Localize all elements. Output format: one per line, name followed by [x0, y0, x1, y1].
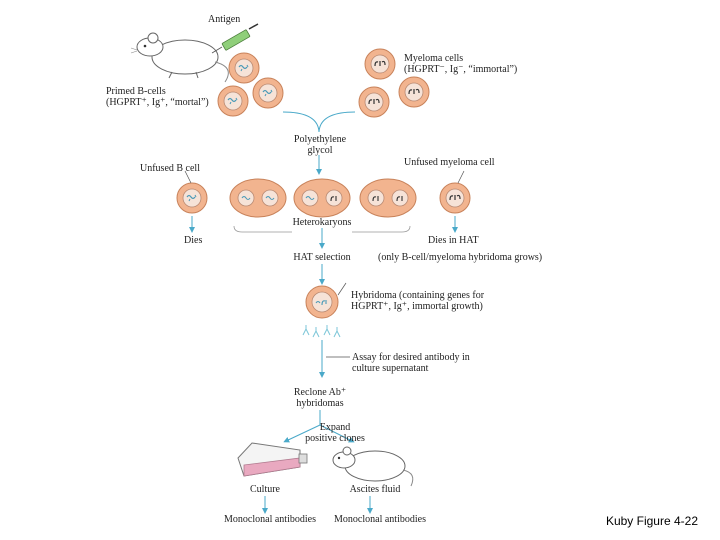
hat-selection-label: HAT selection — [293, 252, 351, 263]
heterokaryons-label: Heterokaryons — [292, 217, 352, 228]
ascites-label: Ascites fluid — [349, 484, 401, 495]
primed-b-cells-sublabel: (HGPRT⁺, Ig⁺, “mortal”) — [106, 97, 209, 108]
assay-sublabel: culture supernatant — [352, 363, 429, 374]
only-hybridoma-label: (only B-cell/myeloma hybridoma grows) — [378, 252, 543, 263]
peg-sublabel: glycol — [307, 145, 333, 156]
merge-arrow-right — [318, 111, 356, 133]
reclone-sublabel: hybridomas — [296, 398, 344, 409]
expand-label: Expand — [319, 422, 351, 433]
heterokaryon-bracket — [233, 225, 411, 233]
heterokaryon-mm — [359, 178, 417, 218]
antibody-icon — [302, 325, 341, 338]
hybridoma-label: Hybridoma (containing genes for — [351, 290, 485, 301]
expand-arrow-left — [283, 424, 321, 443]
unfused-pointers — [184, 170, 465, 184]
heterokaryon-bm — [293, 178, 351, 218]
merge-arrow-left — [282, 111, 320, 133]
hybridoma-cell — [305, 285, 339, 319]
unfused-b-cell — [176, 182, 208, 214]
culture-flask-icon — [237, 442, 308, 477]
heterokaryon-bb — [229, 178, 287, 218]
peg-label: Polyethylene — [293, 134, 347, 145]
hybridoma-pointer — [337, 282, 347, 296]
figure-caption: Kuby Figure 4-22 — [605, 514, 698, 528]
unfused-b-cell-label: Unfused B cell — [140, 163, 200, 174]
unfused-myeloma-cell — [439, 182, 471, 214]
reclone-label: Reclone Ab⁺ — [293, 387, 347, 398]
monoclonal-antibodies-culture-label: Monoclonal antibodies — [224, 514, 316, 525]
myeloma-cells-sublabel: (HGPRT⁻, Ig⁻, “immortal”) — [404, 64, 518, 75]
hybridoma-sublabel: HGPRT⁺, Ig⁺, immortal growth) — [351, 301, 483, 312]
mouse-icon-ascites — [332, 446, 414, 487]
mouse-icon — [130, 32, 229, 83]
primed-b-cells-label: Primed B-cells — [106, 86, 166, 97]
dies-label: Dies — [184, 235, 203, 246]
expand-arrow-right — [319, 424, 355, 443]
antigen-label: Antigen — [208, 14, 241, 25]
culture-label: Culture — [250, 484, 280, 495]
dies-in-hat-label: Dies in HAT — [428, 235, 479, 246]
primed-b-cells — [217, 52, 284, 117]
assay-label: Assay for desired antibody in — [352, 352, 470, 363]
myeloma-cells-label: Myeloma cells — [404, 53, 464, 64]
syringe-icon — [211, 23, 259, 54]
unfused-myeloma-label: Unfused myeloma cell — [404, 157, 495, 168]
monoclonal-antibodies-ascites-label: Monoclonal antibodies — [334, 514, 426, 525]
expand-sublabel: positive clones — [305, 433, 365, 444]
